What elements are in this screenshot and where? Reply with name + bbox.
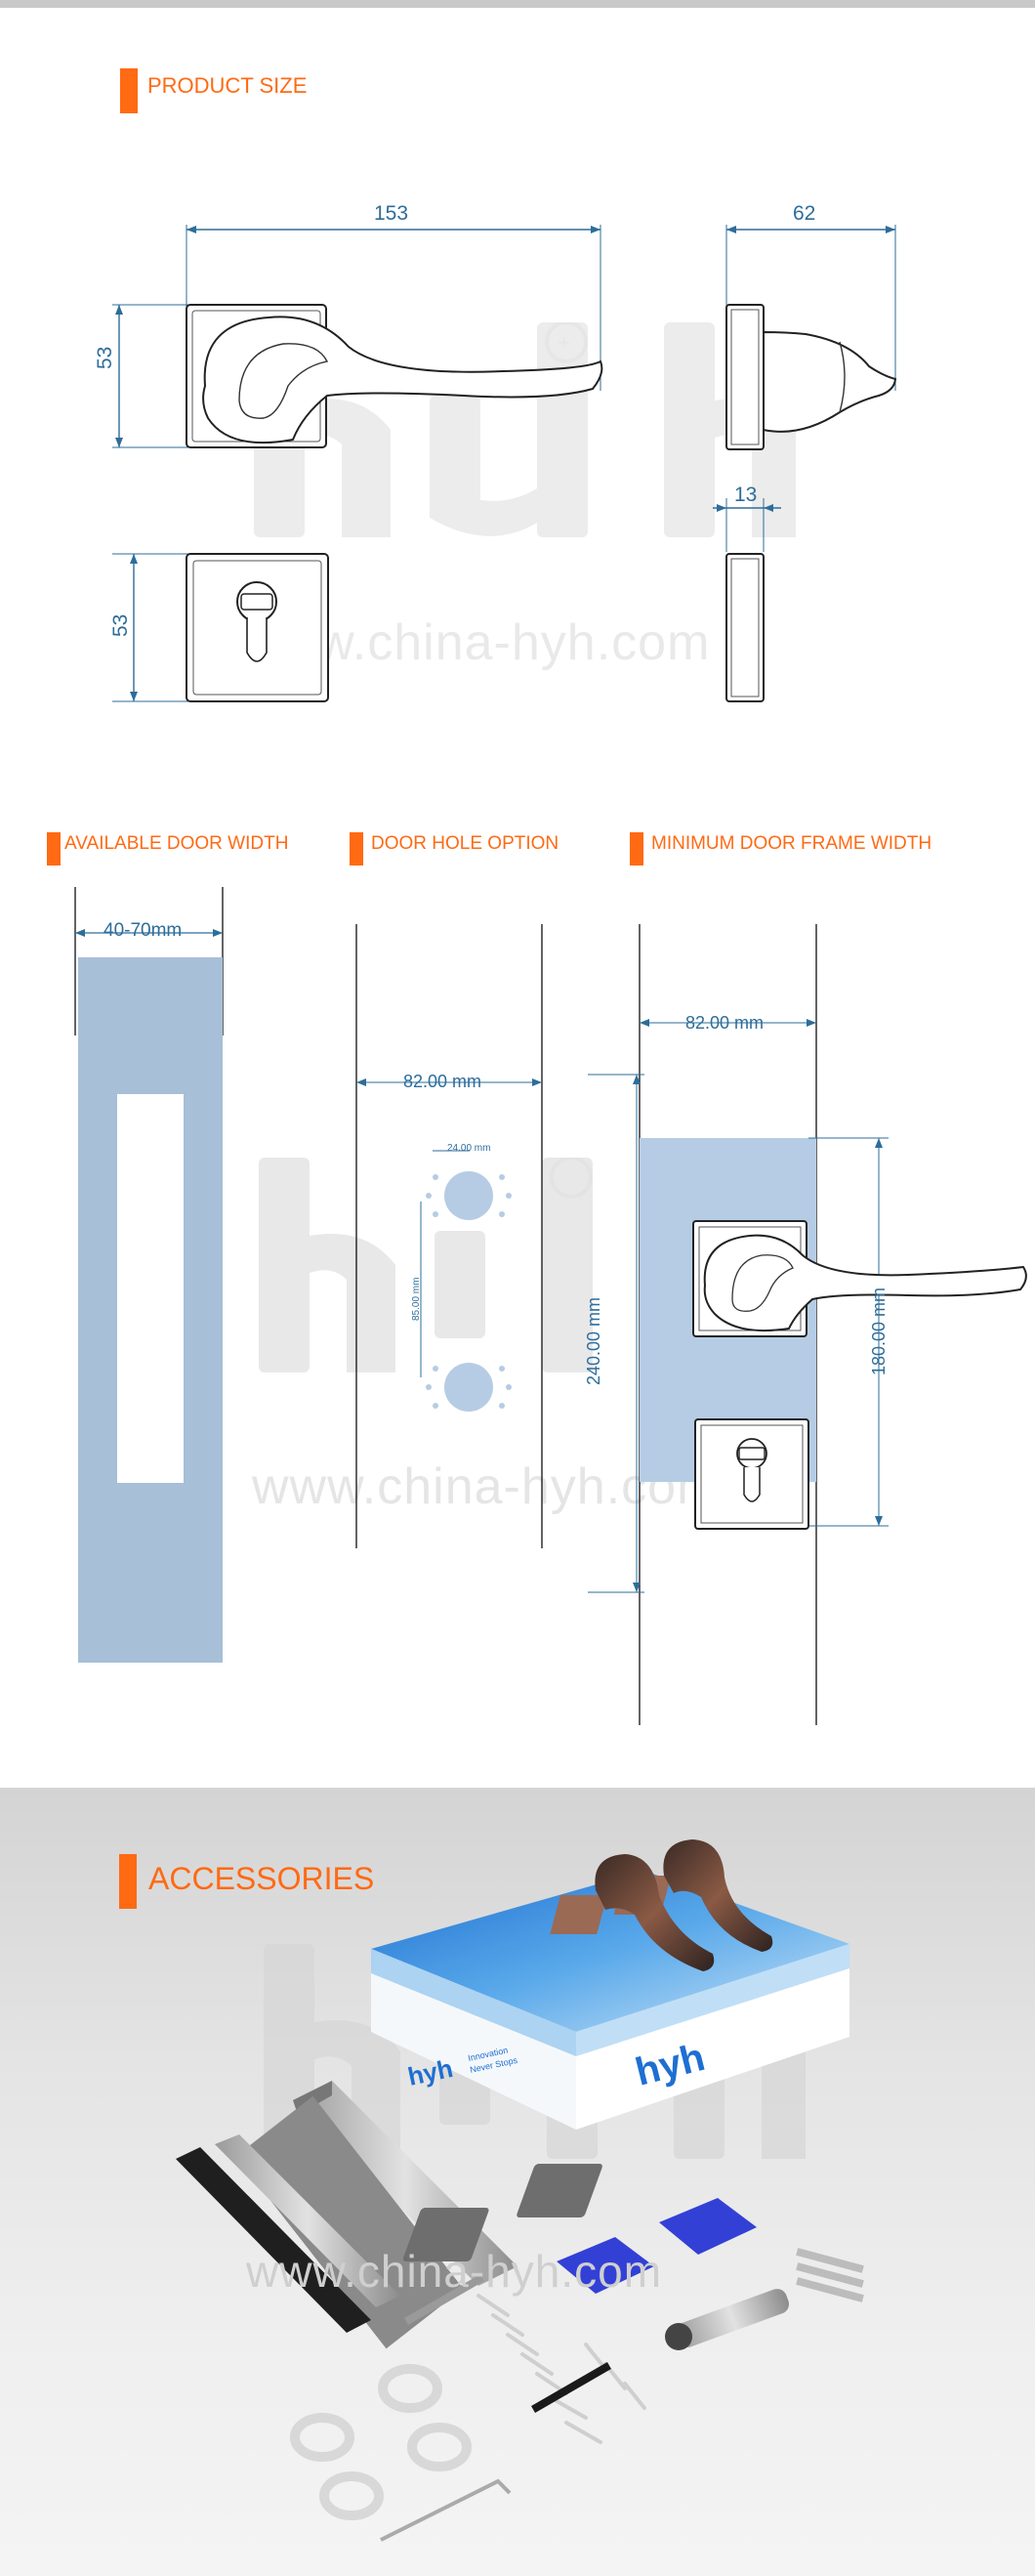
door-hole-diagram bbox=[355, 924, 543, 1548]
door-width-diagram bbox=[74, 887, 224, 1663]
svg-text:+: + bbox=[558, 330, 570, 355]
front-view-drawing bbox=[112, 225, 603, 702]
door-hole-center-distance: 85.00 mm bbox=[411, 1277, 422, 1321]
section-header-product-size: PRODUCT SIZE bbox=[120, 68, 307, 113]
section-marker bbox=[350, 832, 363, 866]
frame-height: 240.00 mm bbox=[584, 1296, 603, 1385]
section-header-door-width: AVAILABLE DOOR WIDTH bbox=[47, 832, 288, 866]
section-title: DOOR HOLE OPTION bbox=[371, 833, 559, 854]
door-width-range: 40-70mm bbox=[104, 920, 183, 941]
side-view-drawing bbox=[713, 225, 897, 702]
dim-rose-height: 53 bbox=[94, 346, 116, 369]
box-brand-side: hyh bbox=[405, 2053, 455, 2091]
section-header-min-frame: MINIMUM DOOR FRAME WIDTH bbox=[630, 832, 932, 866]
dim-escutcheon-height: 53 bbox=[109, 613, 132, 637]
frame-center: 180.00 mm bbox=[869, 1287, 889, 1375]
section-marker bbox=[119, 1854, 137, 1909]
section-title: ACCESSORIES bbox=[148, 1860, 375, 1896]
frame-backset: 82.00 mm bbox=[685, 1013, 765, 1033]
section-title: AVAILABLE DOOR WIDTH bbox=[64, 833, 289, 854]
section-marker bbox=[47, 832, 61, 866]
section-marker bbox=[630, 832, 643, 866]
door-hole-diameter: 24.00 mm bbox=[447, 1143, 491, 1154]
dim-length: 153 bbox=[374, 202, 409, 225]
min-frame-diagram bbox=[588, 924, 1027, 1725]
dim-projection: 62 bbox=[793, 202, 816, 225]
section-title: MINIMUM DOOR FRAME WIDTH bbox=[651, 833, 932, 854]
watermark-url-bottom: www.china-hyh.com bbox=[246, 2246, 663, 2297]
section-header-door-hole: DOOR HOLE OPTION bbox=[350, 832, 559, 866]
dim-rose-thickness: 13 bbox=[734, 484, 758, 506]
door-hole-backset: 82.00 mm bbox=[403, 1072, 482, 1091]
accessories-photo: hyh Innovation Never Stops hyh bbox=[176, 1839, 864, 2542]
section-title: PRODUCT SIZE bbox=[147, 73, 308, 98]
section-marker bbox=[120, 68, 138, 113]
section-header-accessories: ACCESSORIES bbox=[119, 1854, 374, 1909]
top-border bbox=[0, 0, 1035, 8]
